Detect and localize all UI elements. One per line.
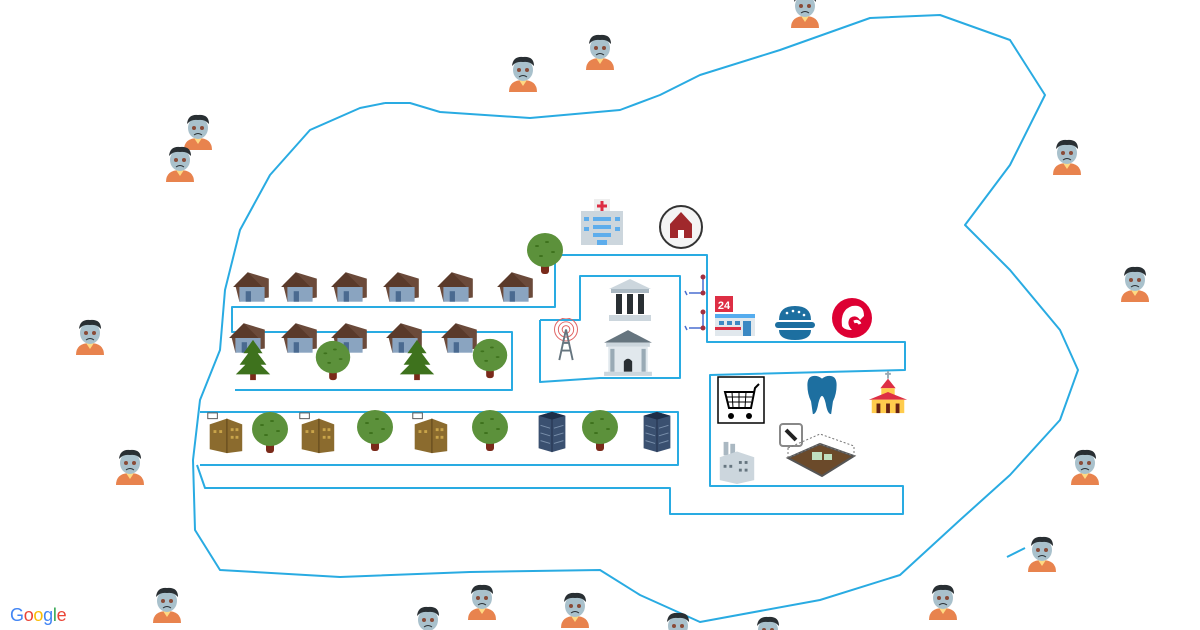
zombie-icon[interactable] [748,612,788,630]
street-line [539,275,681,383]
scooter-icon[interactable] [683,273,707,297]
stadium-icon[interactable] [778,412,858,492]
logo-letter: o [33,605,44,625]
scooter-icon[interactable] [683,308,707,332]
school-icon[interactable] [658,204,704,250]
radio-tower-icon[interactable] [544,318,588,362]
zombie-icon[interactable] [110,445,150,485]
google-logo[interactable]: Google [10,605,67,626]
church-icon[interactable] [866,371,910,415]
zombie-icon[interactable] [147,583,187,623]
pine-tree-icon[interactable] [231,338,275,382]
zombie-icon[interactable] [1022,532,1062,572]
street-line [192,14,1079,623]
zombie-icon[interactable] [785,0,825,28]
zombie-icon[interactable] [160,142,200,182]
skyscraper-icon[interactable] [635,410,679,454]
zombie-icon[interactable] [178,110,218,150]
zombie-icon[interactable] [462,580,502,620]
street-line [200,411,679,466]
tree-icon[interactable] [468,336,512,380]
zombie-icon[interactable] [658,608,698,630]
house-icon[interactable] [279,317,321,359]
tree-icon[interactable] [247,409,293,455]
street-line [231,258,556,391]
zombie-icon[interactable] [923,580,963,620]
factory-icon[interactable] [715,440,759,484]
house-icon[interactable] [231,266,273,308]
hotel-icon[interactable] [408,411,452,455]
chicken-restaurant-icon[interactable] [830,296,874,340]
bank-icon[interactable] [605,275,655,325]
logo-letter: G [10,605,24,625]
zombie-icon[interactable] [408,602,448,630]
tooth-icon[interactable] [801,374,843,416]
hotel-icon[interactable] [203,411,247,455]
street-line [196,254,906,515]
house-icon[interactable] [329,266,371,308]
tree-icon[interactable] [467,407,513,453]
zombie-icon[interactable] [555,588,595,628]
logo-letter: e [56,605,67,625]
shopping-cart-icon[interactable] [717,376,765,424]
tree-icon[interactable] [352,407,398,453]
convenience-store-icon[interactable]: 24 [713,294,757,338]
house-icon[interactable] [381,266,423,308]
zombie-icon[interactable] [1065,445,1105,485]
house-icon[interactable] [495,266,537,308]
zombie-icon[interactable] [1115,262,1155,302]
tree-icon[interactable] [522,230,568,276]
burger-icon[interactable] [773,300,817,344]
pine-tree-icon[interactable] [395,338,439,382]
hotel-icon[interactable] [295,411,339,455]
logo-letter: l [52,605,57,625]
logo-letter: o [23,605,34,625]
house-icon[interactable] [439,317,481,359]
hospital-icon[interactable] [577,197,627,247]
government-building-icon[interactable] [602,326,654,378]
tree-icon[interactable] [311,338,355,382]
skyscraper-icon[interactable] [530,410,574,454]
zombie-icon[interactable] [580,30,620,70]
zombie-icon[interactable] [503,52,543,92]
tree-icon[interactable] [577,407,623,453]
svg-text:24: 24 [718,300,731,312]
house-icon[interactable] [435,266,477,308]
zombie-icon[interactable] [1047,135,1087,175]
logo-letter: g [43,605,53,625]
house-icon[interactable] [279,266,321,308]
zombie-icon[interactable] [70,315,110,355]
street-line [1006,547,1026,558]
